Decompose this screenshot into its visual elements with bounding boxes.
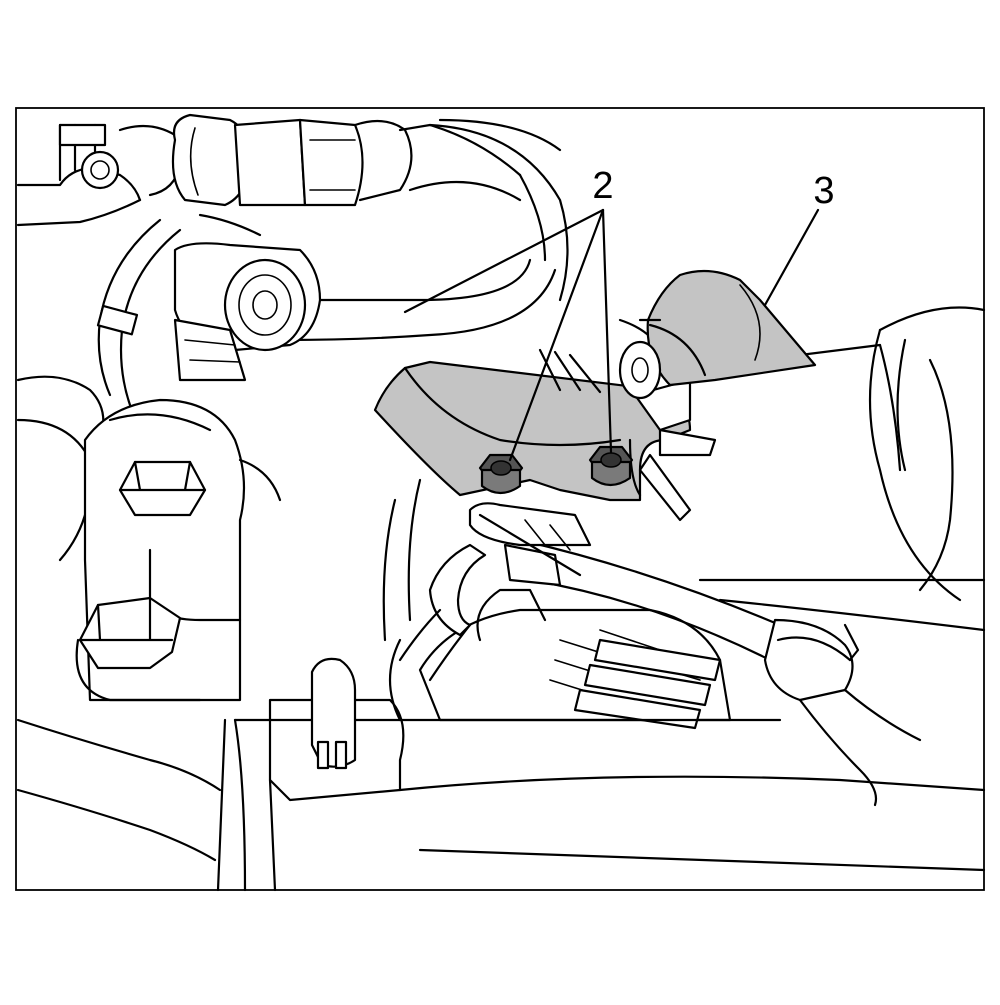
cover-cap	[618, 269, 817, 400]
callout-label-3: 3	[813, 170, 834, 212]
bolt-head-lower	[75, 596, 202, 702]
leader-2-to-pipe	[403, 208, 605, 314]
bolt-head-upper	[118, 460, 207, 517]
hex-bolt-icon	[78, 596, 182, 670]
leader-2-to-bolt-left	[508, 208, 605, 462]
callout-label-2: 2	[592, 165, 613, 207]
bolt-left	[478, 453, 524, 495]
leader-2-to-bolt-right	[601, 208, 613, 454]
callout-leaders	[403, 208, 820, 462]
leader-3-to-cover	[763, 208, 820, 307]
bolt-right	[588, 445, 634, 487]
hex-bolt-icon	[118, 460, 207, 517]
background-components	[16, 113, 986, 892]
